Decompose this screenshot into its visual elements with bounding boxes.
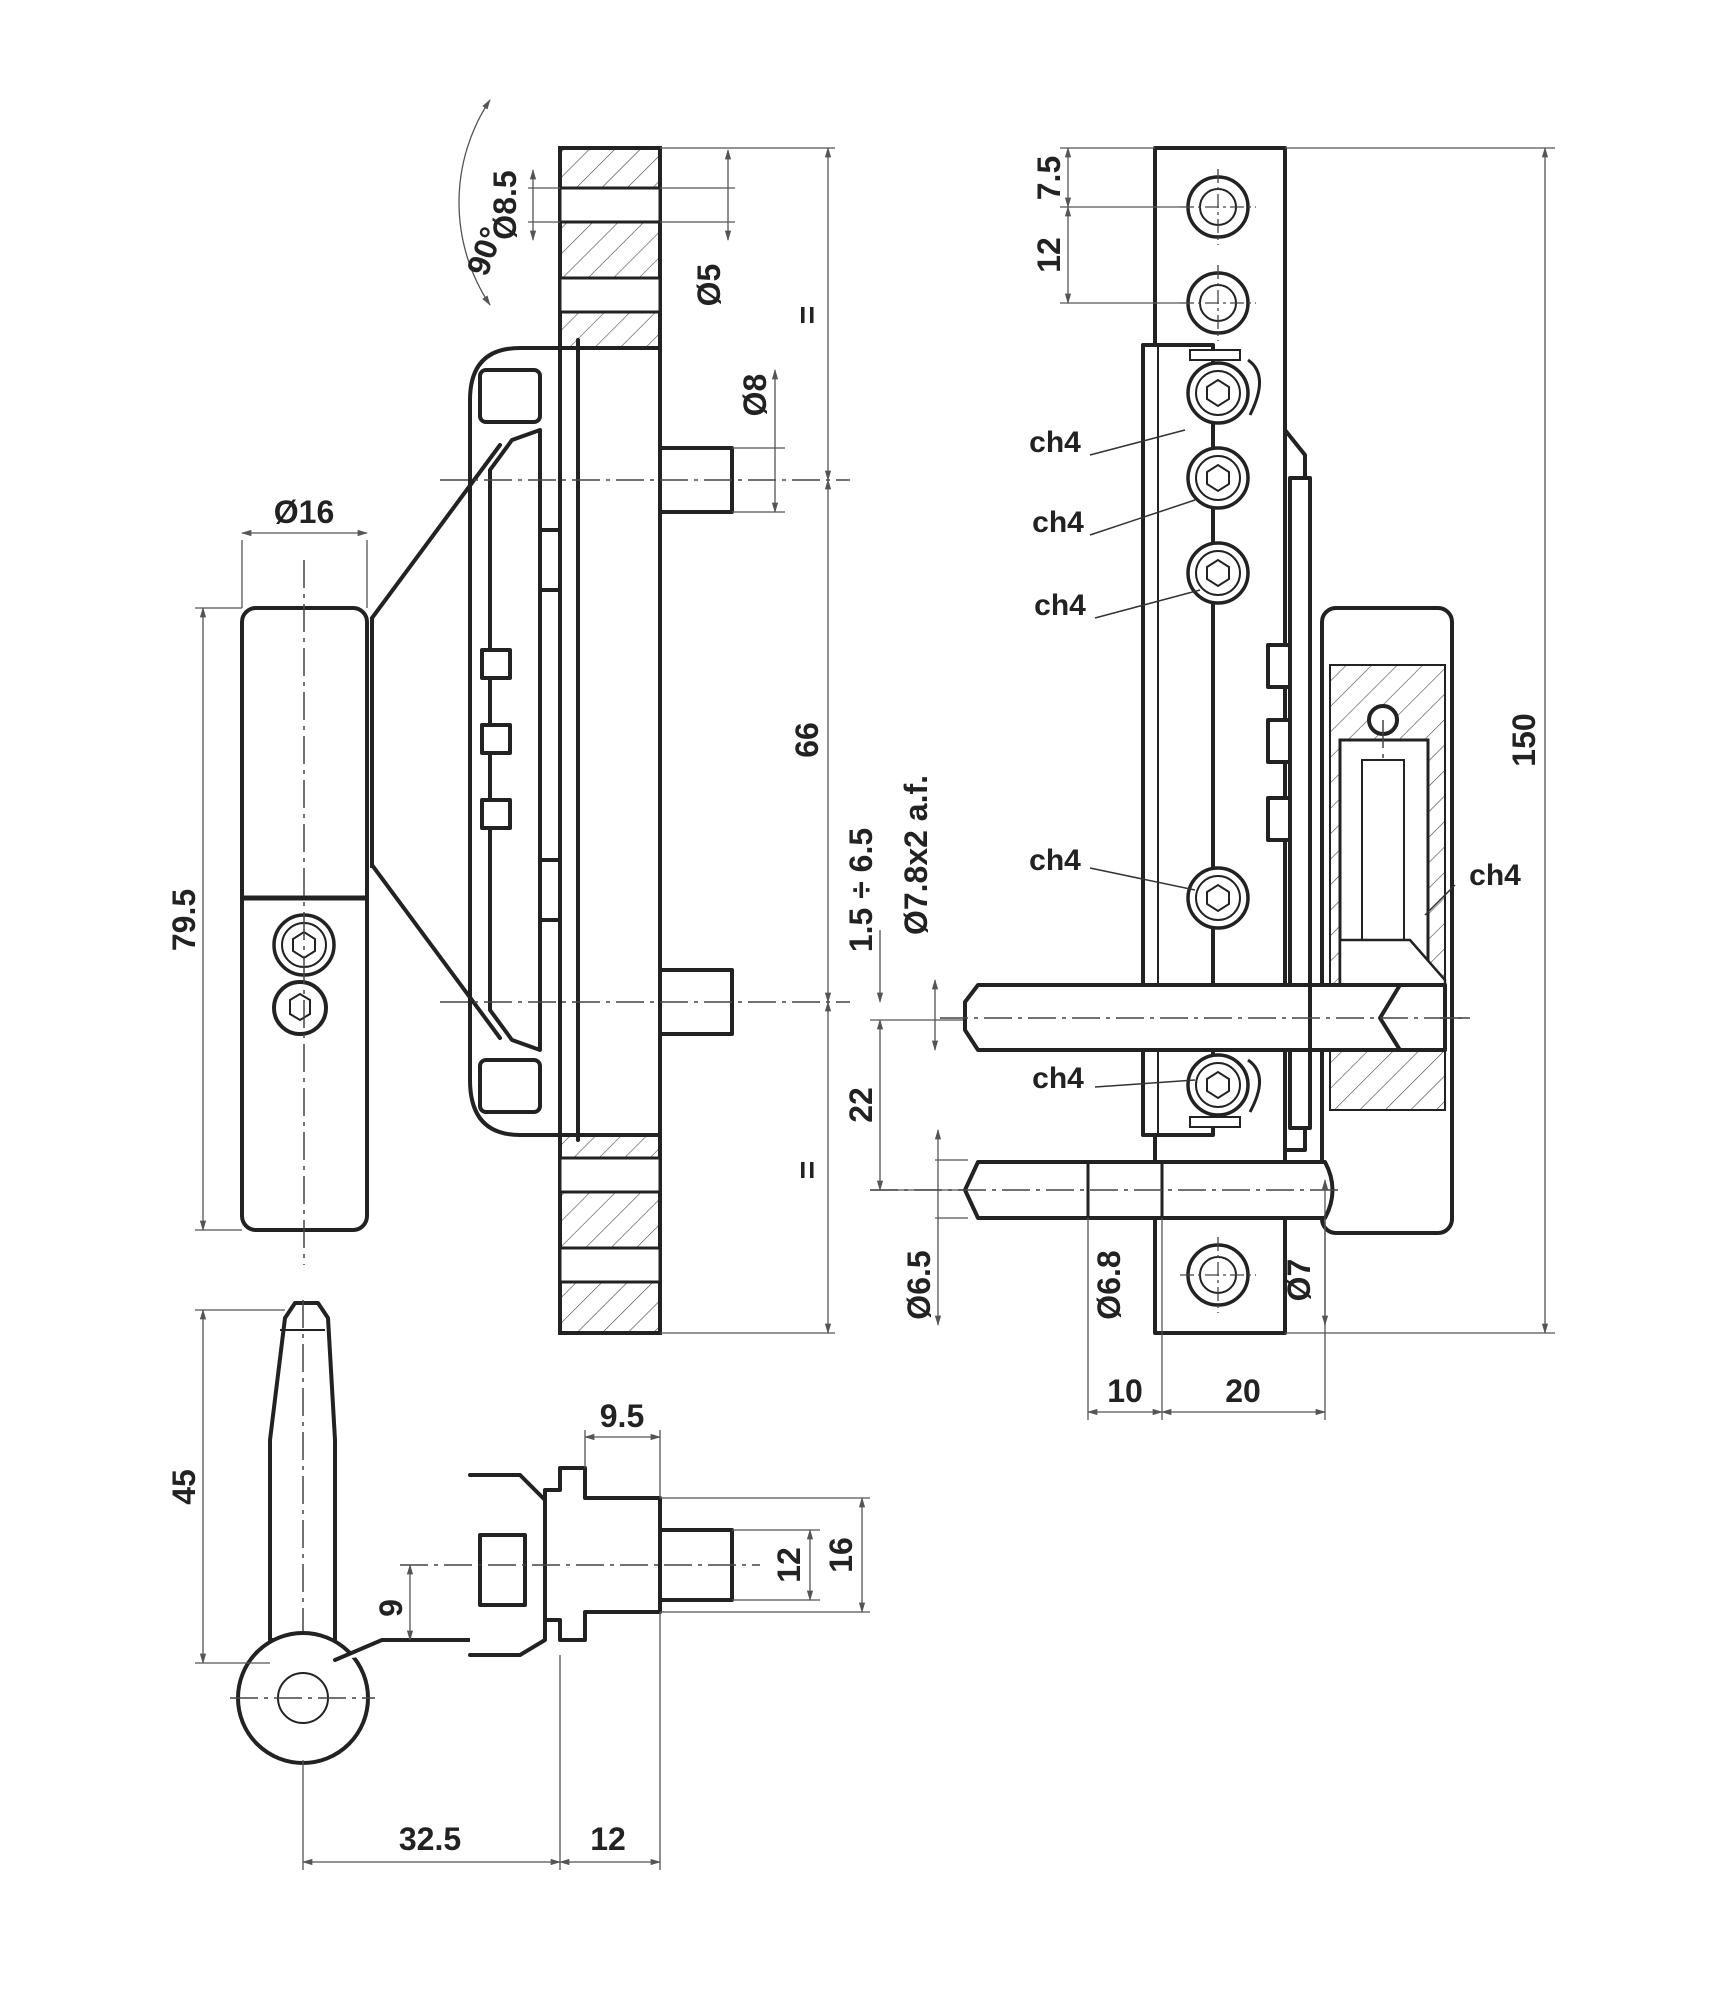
dim-45-label: 45: [166, 1469, 202, 1505]
dim-dia-6-5-label: Ø6.5: [901, 1250, 937, 1319]
dim-adjust-range: 1.5 ÷ 6.5 Ø7.8x2 a.f.: [843, 775, 939, 1052]
dim-10-label: 10: [1107, 1373, 1143, 1409]
dim-16-label: 16: [823, 1537, 859, 1573]
dim-equal-top-label: =: [789, 306, 825, 325]
dim-12-16: 12 16: [660, 1496, 870, 1614]
dim-45: 45: [166, 1308, 285, 1665]
dim-79-5: 79.5: [166, 606, 242, 1232]
dim-12-side-label: 12: [1031, 237, 1067, 273]
dim-66-label: 66: [789, 722, 825, 758]
dim-dia-7-label: Ø7: [1281, 1259, 1317, 1302]
dim-range-label: 1.5 ÷ 6.5: [843, 828, 879, 952]
ch4-callouts: ch4 ch4 ch4 ch4 ch4 ch4: [1029, 426, 1521, 1095]
dim-22: 22: [843, 1018, 970, 1192]
dim-dia-6-5: Ø6.5: [901, 1128, 968, 1327]
dim-dia-8-5: Ø8.5: [487, 168, 560, 242]
dim-79-5-label: 79.5: [166, 889, 202, 951]
dim-32-5-label: 32.5: [399, 1821, 461, 1857]
ch4-callout-5: ch4: [1032, 1062, 1084, 1095]
dim-22-label: 22: [843, 1087, 879, 1123]
dim-dia-6-8-7: Ø6.8 Ø7: [1087, 1178, 1329, 1420]
dim-20-label: 20: [1225, 1373, 1261, 1409]
dim-9-label: 9: [373, 1599, 409, 1617]
front-view: [240, 146, 850, 1335]
dim-32-5-12: 32.5 12: [301, 1612, 662, 1870]
dim-dia-16-label: Ø16: [274, 494, 334, 530]
dim-10-20: 10 20: [1086, 1373, 1327, 1416]
dim-dia-5-label: Ø5: [691, 264, 727, 307]
dim-7-5-12: 7.5 12: [1031, 146, 1180, 305]
dim-equal-bottom-label: =: [789, 1161, 825, 1180]
dim-dia-16: Ø16: [240, 494, 369, 608]
dim-dia-8: Ø8: [732, 368, 785, 514]
ch4-callout-4: ch4: [1029, 844, 1081, 877]
dim-dia-8-5-label: Ø8.5: [487, 170, 523, 239]
ch4-callout-3: ch4: [1034, 589, 1086, 622]
ch4-callout-right: ch4: [1469, 859, 1521, 892]
dim-150: 150: [1285, 146, 1555, 1335]
pin-detail-view: [230, 1300, 760, 1765]
dim-dia-5: Ø5: [660, 148, 735, 307]
dim-9-5-label: 9.5: [600, 1398, 644, 1434]
ch4-callout-1: ch4: [1029, 426, 1081, 459]
dim-dia-6-8-label: Ø6.8: [1091, 1250, 1127, 1319]
frame-section-top: [558, 146, 662, 350]
dim-150-label: 150: [1506, 713, 1542, 766]
dim-7-5-label: 7.5: [1031, 156, 1067, 200]
dim-9: 9: [373, 1563, 414, 1642]
dim-dia-7-8-label: Ø7.8x2 a.f.: [898, 775, 934, 935]
dim-dia-8-label: Ø8: [737, 374, 773, 417]
dim-12-pin-label: 12: [771, 1547, 807, 1583]
dim-9-5: 9.5: [583, 1398, 662, 1498]
ch4-callout-2: ch4: [1032, 506, 1084, 539]
dim-12-bottom-label: 12: [590, 1821, 626, 1857]
side-view: [870, 146, 1470, 1335]
dim-chain-right: = 66 =: [660, 146, 835, 1335]
